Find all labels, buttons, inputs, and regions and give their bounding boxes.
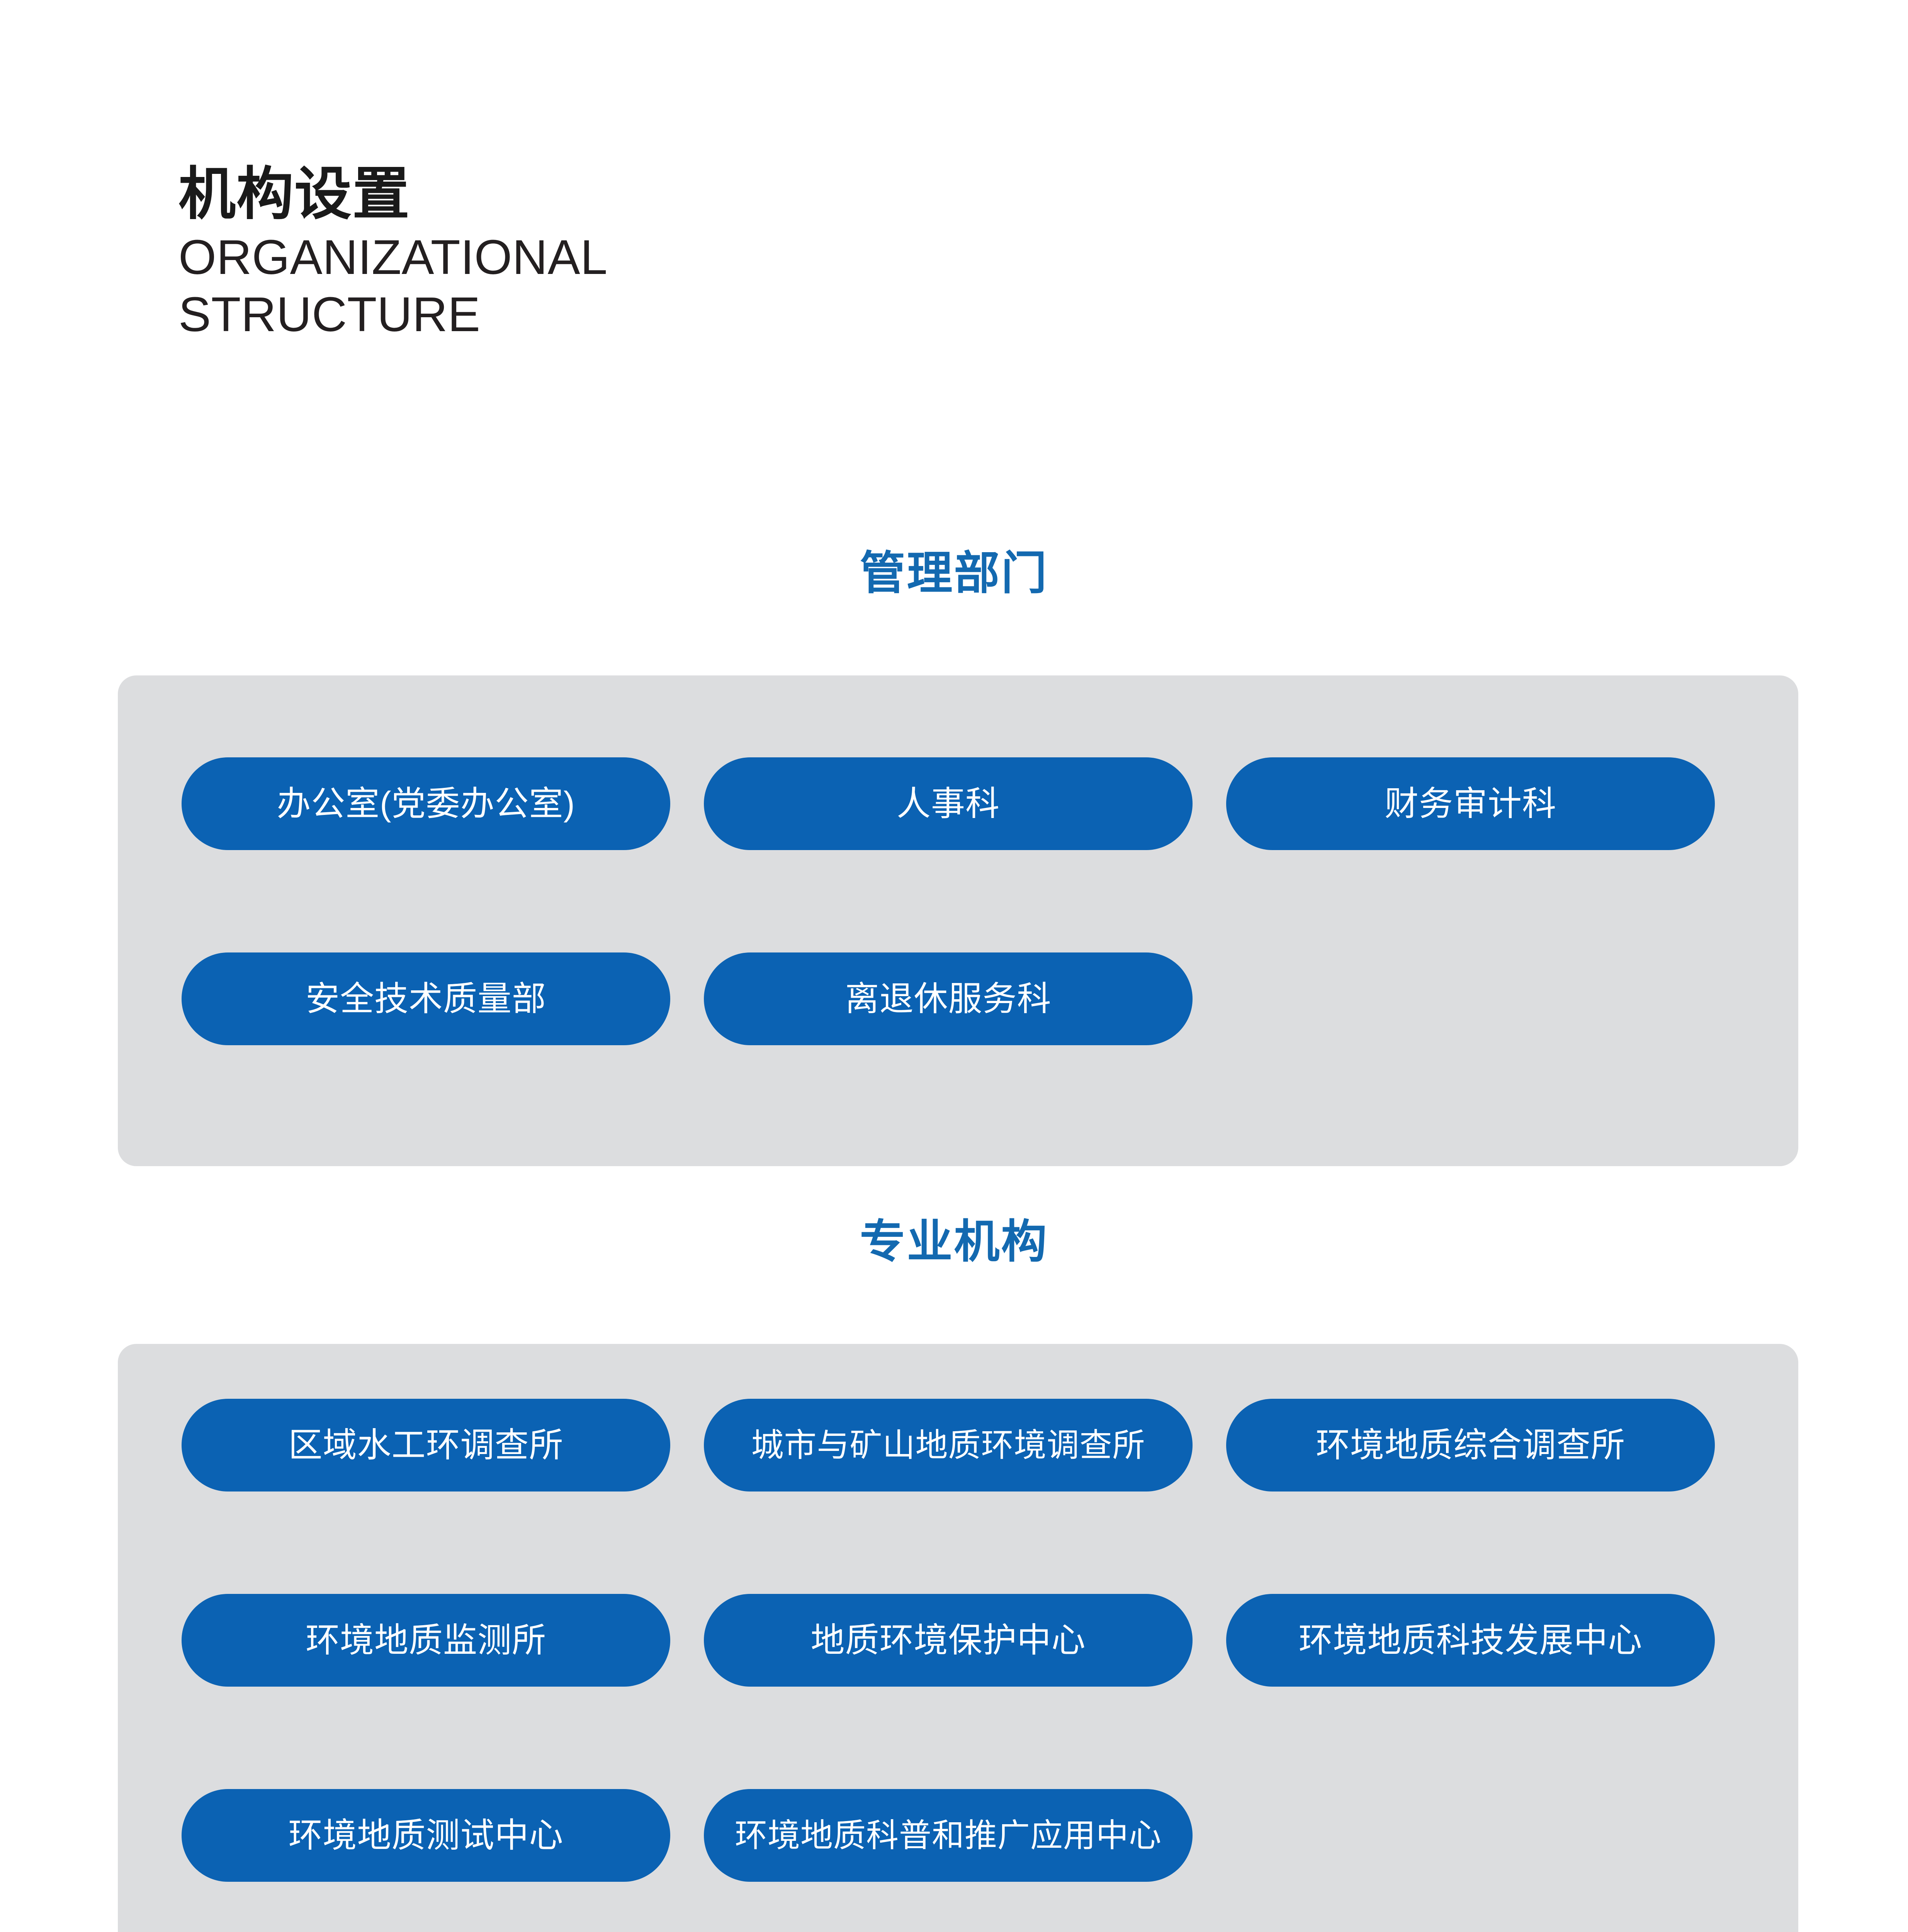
org-pill-regional-hydro-eng-env-survey[interactable]: 区域水工环调查所 xyxy=(182,1399,670,1492)
org-pill-geo-env-monitoring[interactable]: 环境地质监测所 xyxy=(182,1594,670,1687)
dept-pill-safety-tech-quality[interactable]: 安全技术质量部 xyxy=(182,952,670,1045)
management-card: 办公室(党委办公室) 人事科 财务审计科 安全技术质量部 离退休服务科 xyxy=(118,675,1798,1166)
dept-pill-personnel[interactable]: 人事科 xyxy=(704,757,1193,850)
dept-pill-finance-audit[interactable]: 财务审计科 xyxy=(1226,757,1715,850)
org-pill-geo-env-sci-tech-development-center[interactable]: 环境地质科技发展中心 xyxy=(1226,1594,1715,1687)
page-title-en-line1: ORGANIZATIONAL xyxy=(178,230,608,284)
dept-pill-office[interactable]: 办公室(党委办公室) xyxy=(182,757,670,850)
dept-pill-retiree-service[interactable]: 离退休服务科 xyxy=(704,952,1193,1045)
section-heading-management: 管理部门 xyxy=(860,548,1048,599)
org-pill-geo-env-science-popularization-center[interactable]: 环境地质科普和推广应用中心 xyxy=(704,1789,1193,1882)
professional-card: 区域水工环调查所 城市与矿山地质环境调查所 环境地质综合调查所 环境地质监测所 … xyxy=(118,1344,1798,1932)
org-pill-urban-mine-geo-env-survey[interactable]: 城市与矿山地质环境调查所 xyxy=(704,1399,1193,1492)
page-title-en-line2: STRUCTURE xyxy=(178,287,481,342)
section-heading-professional: 专业机构 xyxy=(860,1216,1048,1267)
management-pill-grid: 办公室(党委办公室) 人事科 财务审计科 安全技术质量部 离退休服务科 xyxy=(118,675,1798,1148)
page-header: 机构设置 ORGANIZATIONAL STRUCTURE xyxy=(178,162,1028,344)
page-title-cn: 机构设置 xyxy=(178,162,410,226)
professional-pill-grid: 区域水工环调查所 城市与矿山地质环境调查所 环境地质综合调查所 环境地质监测所 … xyxy=(118,1344,1798,1932)
section-professional: 专业机构 xyxy=(0,1219,1908,1265)
org-pill-geo-env-testing-center[interactable]: 环境地质测试中心 xyxy=(182,1789,670,1882)
section-management: 管理部门 xyxy=(0,551,1908,596)
org-pill-comprehensive-geo-env-survey[interactable]: 环境地质综合调查所 xyxy=(1226,1399,1715,1492)
org-pill-geo-env-protection-center[interactable]: 地质环境保护中心 xyxy=(704,1594,1193,1687)
